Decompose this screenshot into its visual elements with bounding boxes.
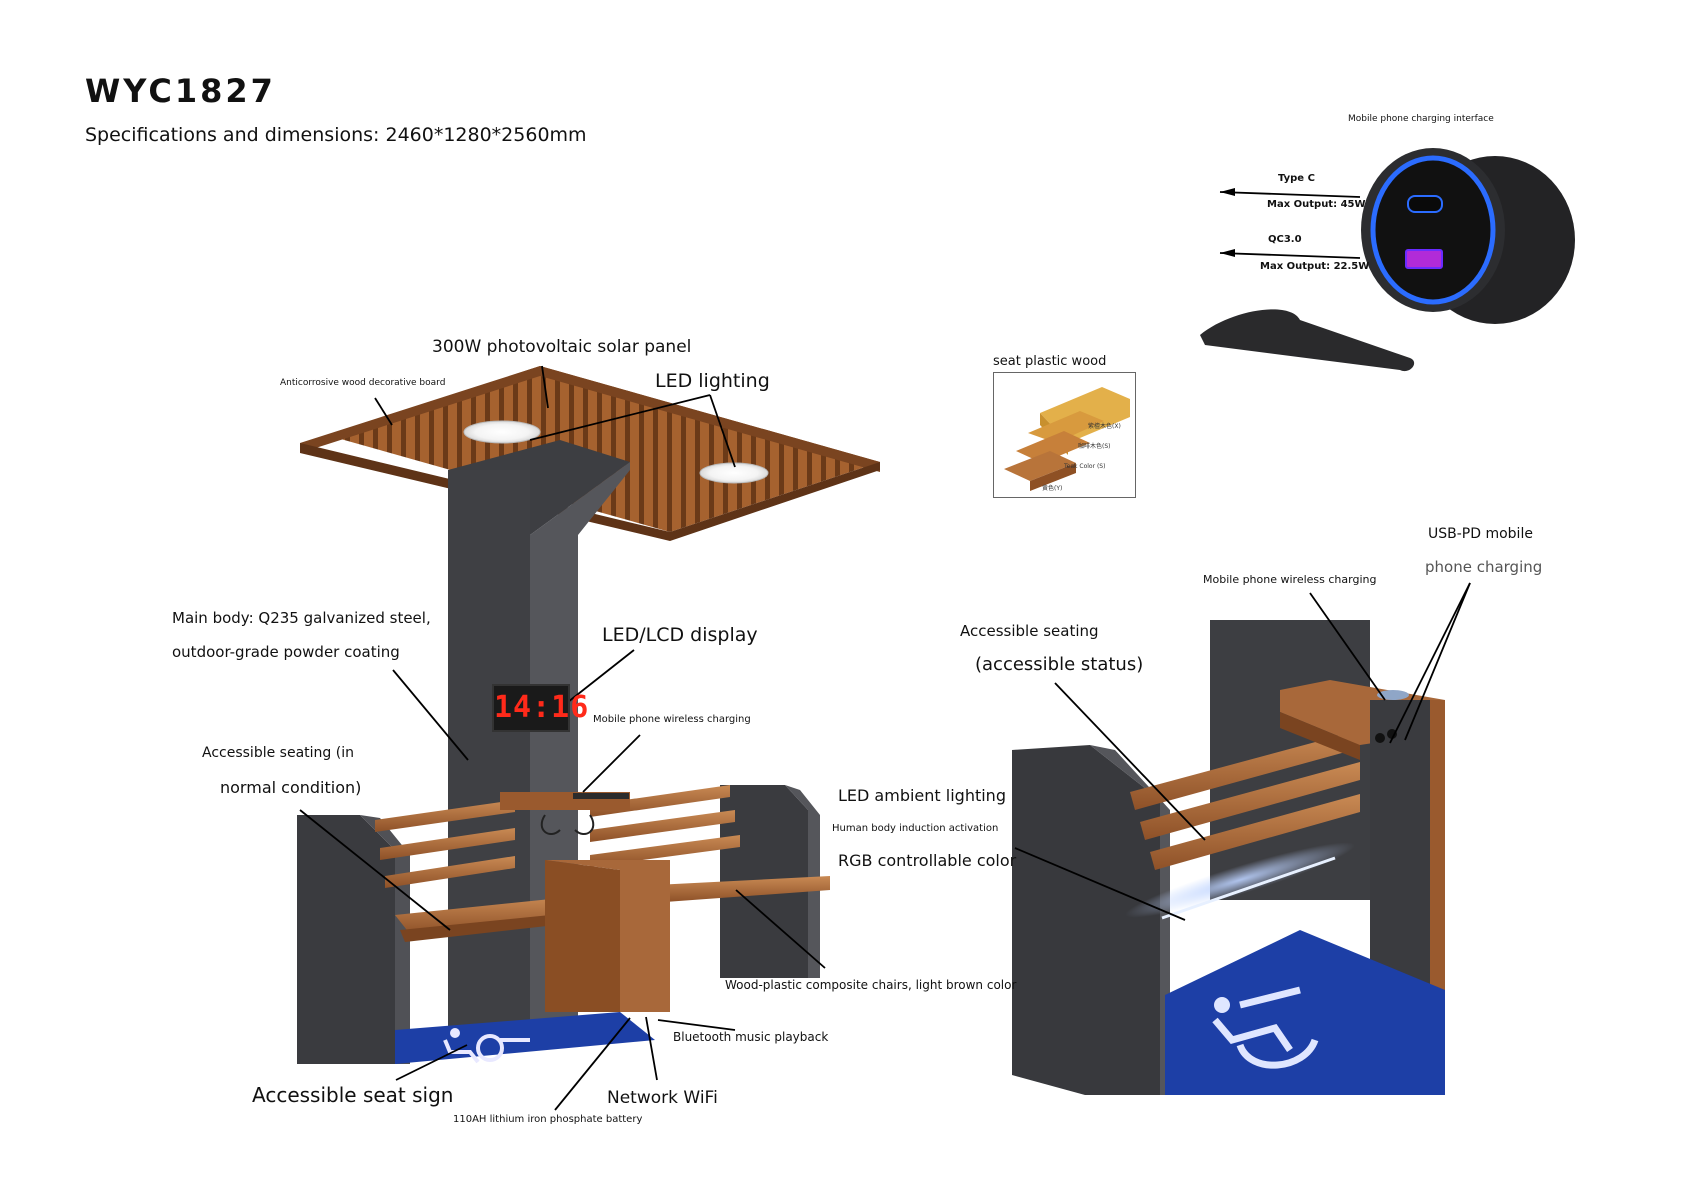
spec-dimensions: Specifications and dimensions: 2460*1280… [85, 124, 587, 146]
label-accessible-normal-1: Accessible seating (in [202, 745, 354, 761]
label-decorative-board: Anticorrosive wood decorative board [280, 378, 446, 388]
label-wireless-right: Mobile phone wireless charging [1203, 573, 1377, 586]
label-lcd-display: LED/LCD display [602, 624, 758, 646]
label-wireless-left: Mobile phone wireless charging [593, 714, 751, 725]
label-led-lighting: LED lighting [655, 370, 770, 392]
qc-output: Max Output: 22.5W [1260, 261, 1370, 272]
label-ambient-1: LED ambient lighting [838, 786, 1006, 805]
solar-canopy [300, 366, 880, 541]
side-table [500, 792, 670, 1012]
leader-lines [299, 191, 1471, 1111]
label-wifi: Network WiFi [607, 1088, 718, 1108]
wood-swatch-box: 紫檀木色(X) 咖啡木色(S) Teak Color (S) 黄色(Y) [993, 372, 1136, 498]
label-bluetooth: Bluetooth music playback [673, 1030, 829, 1044]
type-c-output: Max Output: 45W [1267, 199, 1366, 210]
left-accessible-floor-sign [395, 1012, 655, 1064]
label-seat-sign: Accessible seat sign [252, 1083, 454, 1107]
label-usb-pd-2: phone charging [1425, 558, 1543, 576]
swatch-label-4: 黄色(Y) [1042, 485, 1063, 492]
qc-usb-port [1405, 249, 1443, 269]
usb-charger-module [1200, 148, 1575, 372]
wireless-pad-right [1377, 690, 1409, 700]
label-main-body-1: Main body: Q235 galvanized steel, [172, 609, 431, 627]
label-solar-panel: 300W photovoltaic solar panel [432, 337, 692, 357]
label-usb-pd-1: USB-PD mobile [1428, 526, 1533, 542]
type-c-label: Type C [1278, 173, 1315, 184]
led-light-1 [463, 420, 541, 444]
qc-label: QC3.0 [1268, 234, 1302, 245]
label-ambient-3: RGB controllable color [838, 851, 1017, 870]
label-accessible-normal-2: normal condition) [220, 778, 362, 797]
label-accessible-status-1: Accessible seating [960, 622, 1099, 640]
swatch-label-3: Teak Color (S) [1064, 463, 1106, 470]
label-wpc-chairs: Wood-plastic composite chairs, light bro… [725, 978, 1017, 992]
led-clock-display: 14:16 [492, 684, 588, 732]
label-main-body-2: outdoor-grade powder coating [172, 643, 400, 661]
model-title: WYC1827 [85, 72, 276, 110]
usb-port-1 [1375, 733, 1385, 743]
type-c-port [1407, 195, 1443, 213]
charger-title: Mobile phone charging interface [1348, 114, 1494, 124]
led-ambient-strip [1161, 856, 1336, 920]
wireless-pad-left [573, 793, 629, 799]
label-accessible-status-2: (accessible status) [975, 654, 1144, 675]
wood-swatch-art [1004, 387, 1130, 491]
swatch-label-1: 紫檀木色(X) [1088, 423, 1121, 430]
right-closeup-bench [1012, 620, 1445, 1095]
label-battery: 110AH lithium iron phosphate battery [453, 1114, 643, 1125]
swatch-label-2: 咖啡木色(S) [1078, 443, 1111, 450]
usb-port-2 [1387, 729, 1397, 739]
label-ambient-2: Human body induction activation [832, 823, 999, 834]
wood-title: seat plastic wood [993, 354, 1107, 369]
